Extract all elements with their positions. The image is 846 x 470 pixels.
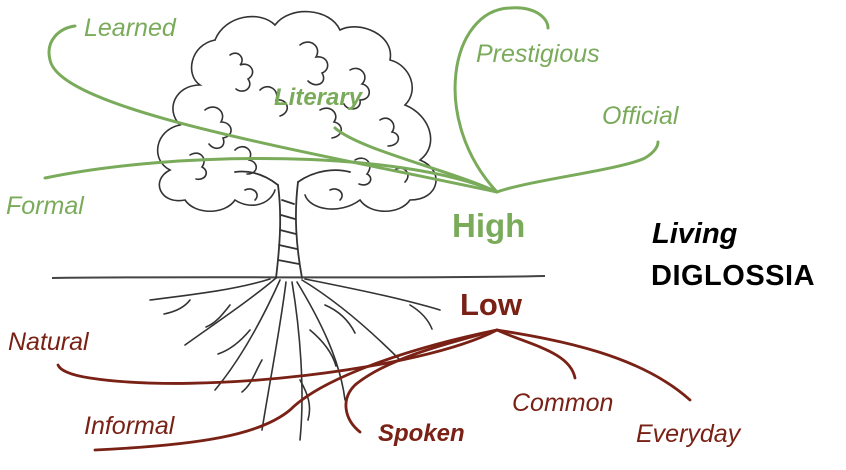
title-living: Living (652, 218, 738, 250)
label-low: Low (460, 287, 522, 322)
label-learned: Learned (84, 14, 176, 42)
title-diglossia: DIGLOSSIA (651, 260, 816, 292)
label-official: Official (602, 102, 679, 130)
label-literary: Literary (274, 84, 363, 111)
label-formal: Formal (6, 192, 84, 220)
label-prestigious: Prestigious (476, 40, 600, 68)
ground-line (51, 275, 546, 279)
high-curve-formal (43, 156, 499, 194)
high-curve-prestigious (453, 6, 550, 194)
low-curve-informal (93, 328, 499, 452)
tree-trunk (234, 169, 351, 279)
high-curve-learned (47, 24, 499, 194)
low-connectors (56, 328, 692, 452)
label-high: High (452, 207, 526, 244)
label-common: Common (512, 389, 614, 417)
label-informal: Informal (84, 412, 175, 440)
tree-roots (149, 277, 441, 441)
high-curve-official (495, 140, 660, 194)
low-curve-common (495, 328, 577, 380)
tree-canopy (156, 10, 437, 212)
label-everyday: Everyday (636, 420, 741, 448)
label-natural: Natural (8, 328, 89, 356)
high-connectors (43, 6, 660, 194)
low-curve-everyday (495, 328, 692, 402)
low-curve-spoken (344, 328, 499, 434)
label-spoken: Spoken (378, 420, 465, 447)
low-curve-natural (56, 328, 499, 385)
